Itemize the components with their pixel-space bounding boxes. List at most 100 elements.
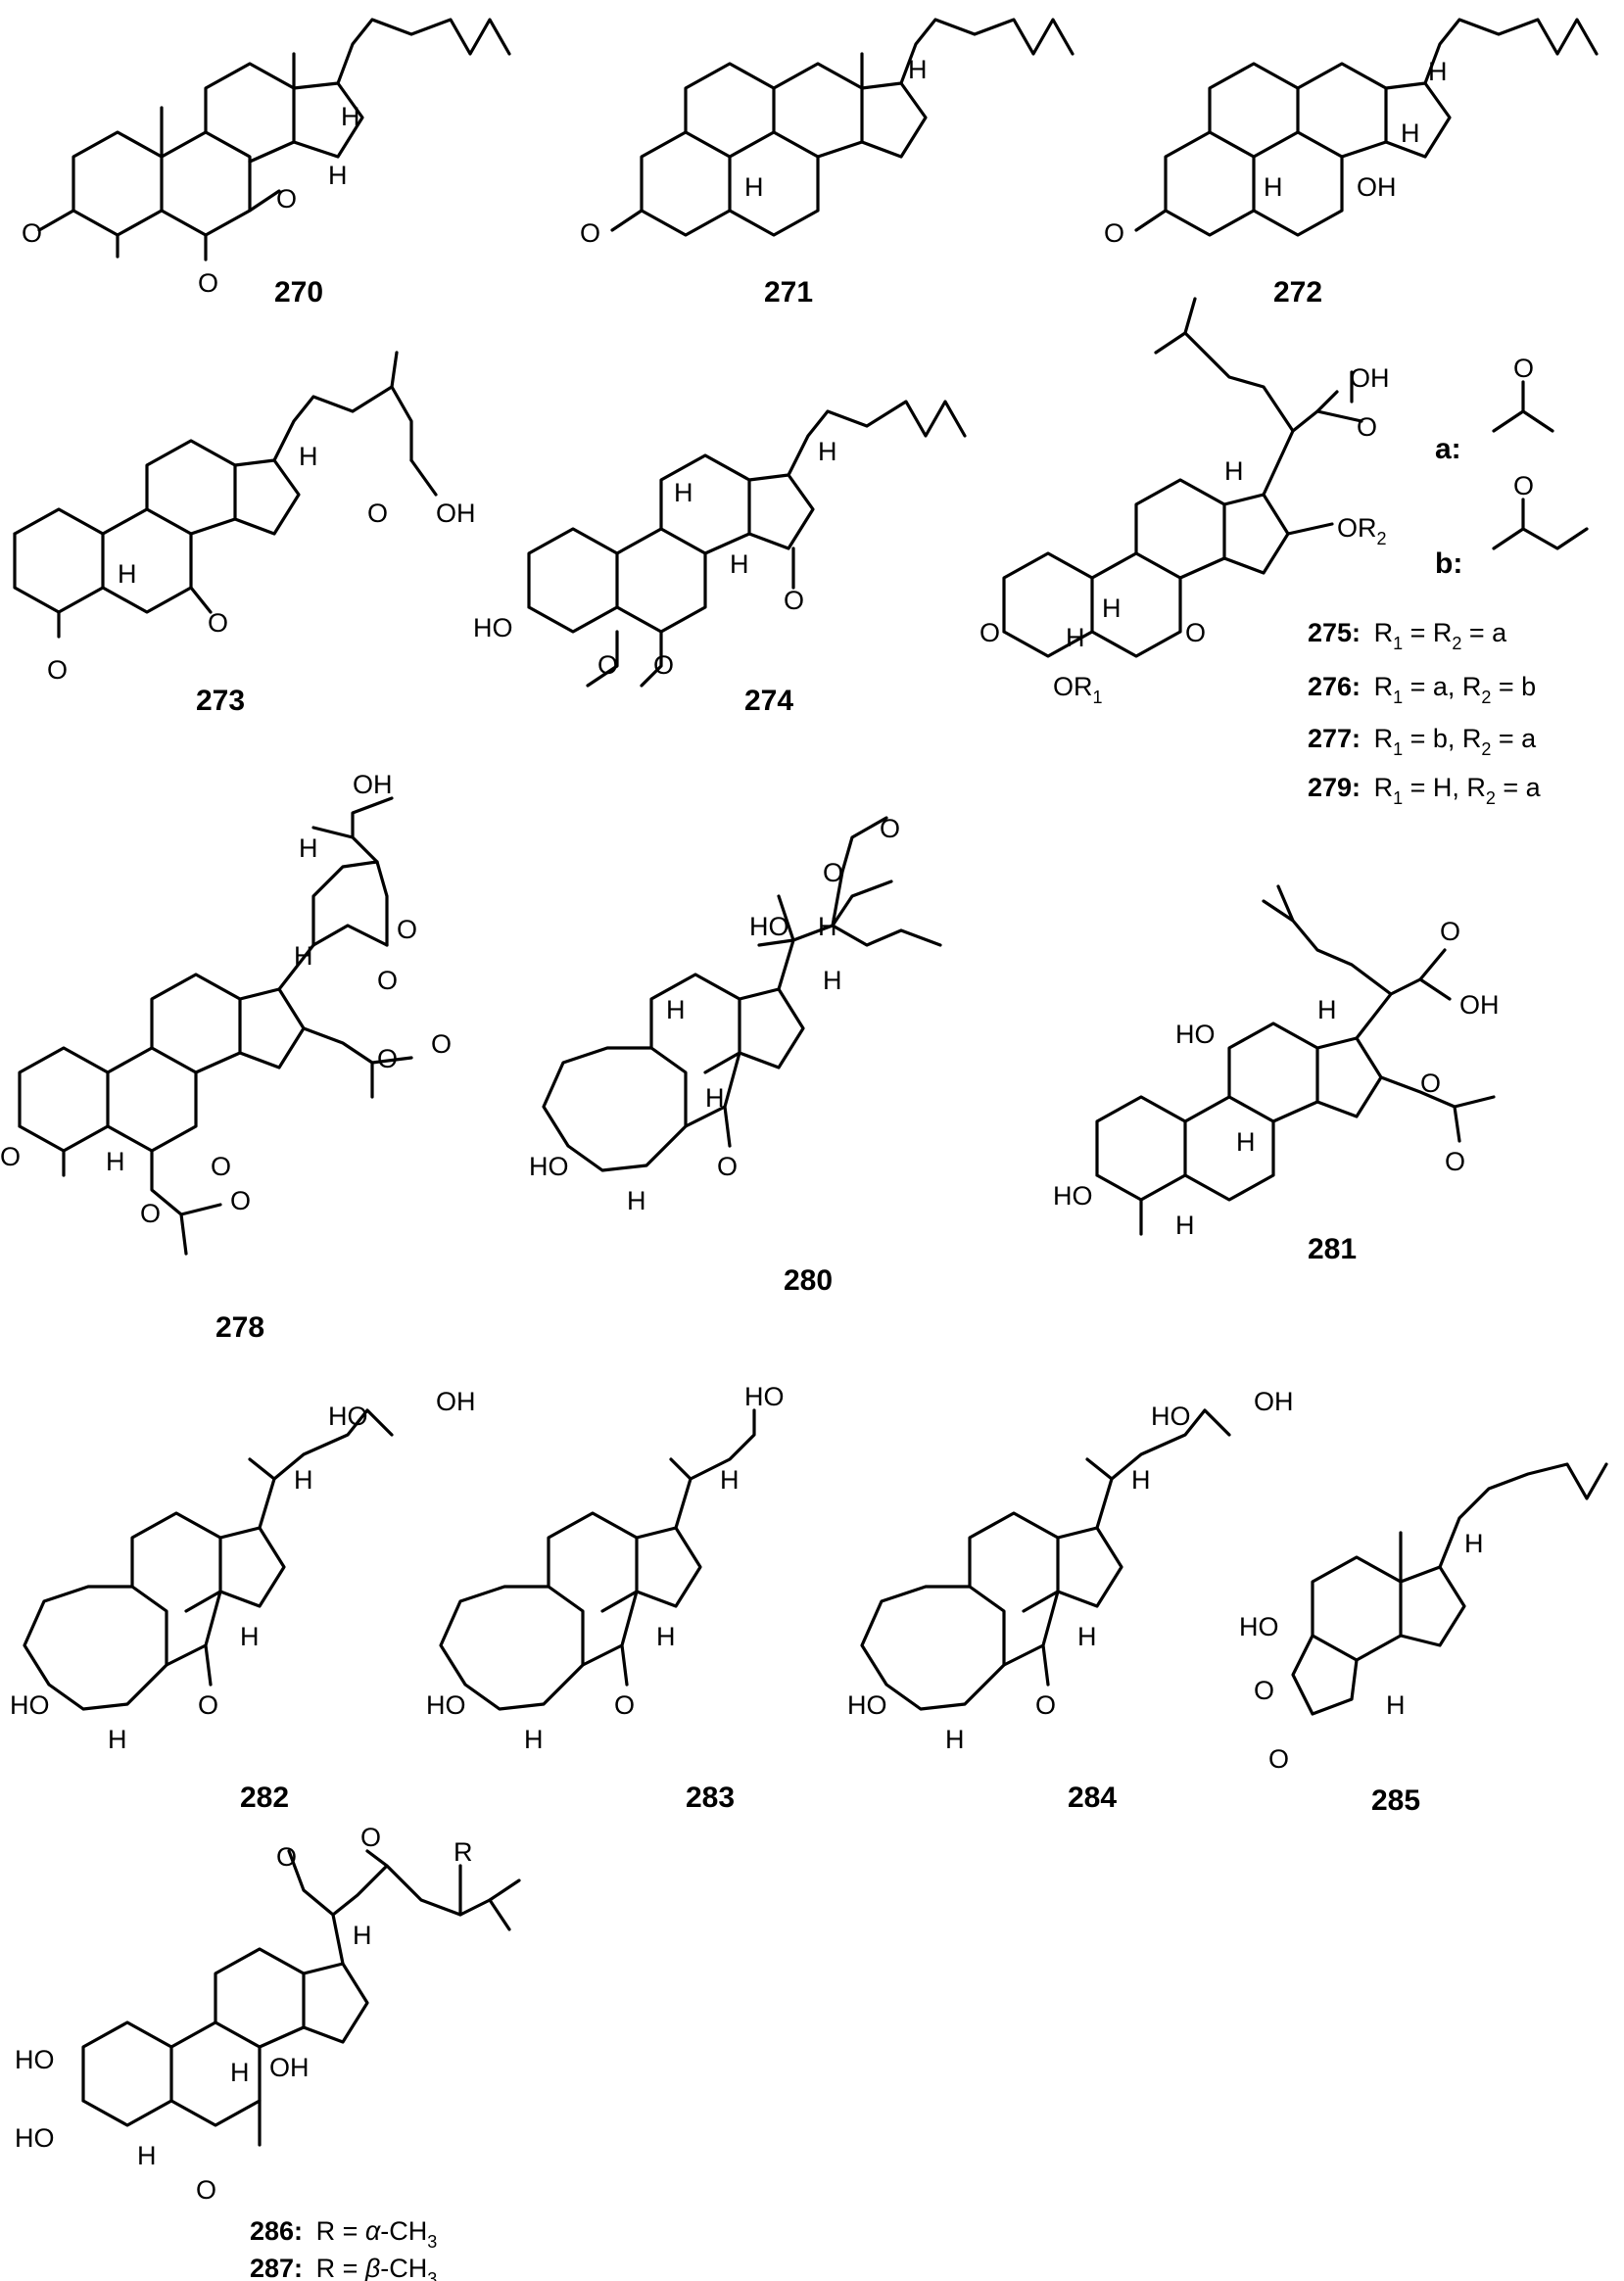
atom-o: O xyxy=(47,655,68,685)
atom-o: O xyxy=(880,814,900,843)
atom-o: O xyxy=(1035,1690,1056,1720)
structure-273 xyxy=(13,351,438,639)
atom-oh: OH xyxy=(269,2053,310,2082)
atom-o: O xyxy=(397,915,417,944)
atom-h: H xyxy=(1264,172,1283,202)
atom-h: H xyxy=(818,437,837,466)
atom-oh: OH xyxy=(436,499,476,528)
atom-o: O xyxy=(717,1152,738,1181)
atom-h: H xyxy=(106,1147,125,1176)
structure-270 xyxy=(37,18,511,261)
atom-oh: OH xyxy=(353,770,393,799)
atom-h: H xyxy=(1131,1465,1151,1495)
atom-oh: OH xyxy=(1350,363,1390,393)
atom-ho: HO xyxy=(328,1402,368,1431)
atom-h: H xyxy=(1066,623,1085,652)
atom-o: O xyxy=(230,1186,251,1215)
structure-272 xyxy=(1134,18,1599,237)
atom-h: H xyxy=(744,172,764,202)
atom-o: O xyxy=(367,499,388,528)
atom-h: H xyxy=(240,1622,260,1651)
atom-h: H xyxy=(1428,57,1448,86)
atom-h: H xyxy=(328,161,348,190)
structure-285 xyxy=(1291,1462,1608,1716)
structure-274 xyxy=(527,400,967,688)
atom-h: H xyxy=(294,941,313,971)
atom-h: H xyxy=(823,966,842,995)
atom-or2: OR2 xyxy=(1337,513,1387,548)
atom-ho: HO xyxy=(744,1382,785,1411)
atom-o: O xyxy=(1254,1676,1274,1705)
row-276: 276: R1 = a, R2 = b xyxy=(1308,672,1536,707)
atom-ho: HO xyxy=(1239,1612,1279,1641)
atom-h: H xyxy=(230,2058,250,2087)
atom-o: O xyxy=(784,586,804,615)
atom-r: R xyxy=(454,1837,473,1867)
row-279: 279: R1 = H, R2 = a xyxy=(1308,773,1542,808)
atom-h: H xyxy=(908,55,928,84)
atom-ho: HO xyxy=(529,1152,569,1181)
atom-ho: HO xyxy=(473,613,513,642)
atom-o: O xyxy=(276,184,297,214)
atom-o: O xyxy=(208,608,228,638)
atom-o: O xyxy=(0,1142,21,1171)
structure-284 xyxy=(860,1408,1231,1711)
atom-o: O xyxy=(597,650,618,680)
substituent-b xyxy=(1492,498,1589,550)
atom-h: H xyxy=(118,559,137,589)
atom-h: H xyxy=(666,995,686,1024)
substituent-b-label: b: xyxy=(1435,547,1462,580)
atom-o: O xyxy=(196,2175,216,2205)
atom-ho: HO xyxy=(10,1690,50,1720)
atom-o: O xyxy=(1104,218,1124,248)
atom-o: O xyxy=(823,858,843,887)
atom-h: H xyxy=(299,442,318,471)
r-group-table-2: 286: R = α-CH3 287: R = β-CH3 xyxy=(250,2216,437,2281)
compound-label-285: 285 xyxy=(1371,1784,1420,1817)
atom-h: H xyxy=(674,478,693,507)
atom-o: O xyxy=(580,218,600,248)
compound-label-281: 281 xyxy=(1308,1233,1357,1265)
atom-o: O xyxy=(614,1690,635,1720)
atom-h: H xyxy=(299,833,318,863)
r-group-table-1: 275: R1 = R2 = a 276: R1 = a, R2 = b 277… xyxy=(1308,618,1542,808)
structure-271 xyxy=(610,18,1075,237)
atom-o: O xyxy=(1357,412,1377,442)
atom-oh: OH xyxy=(1357,172,1397,202)
row-275: 275: R1 = R2 = a xyxy=(1308,618,1507,653)
atom-o: O xyxy=(360,1823,381,1852)
compound-label-270: 270 xyxy=(274,276,323,309)
structure-282 xyxy=(23,1408,394,1711)
atom-o: O xyxy=(198,1690,218,1720)
compound-label-274: 274 xyxy=(744,685,793,717)
atom-h: H xyxy=(1401,119,1420,148)
atom-o: O xyxy=(1513,471,1534,500)
atom-o: O xyxy=(140,1199,161,1228)
atom-o: O xyxy=(211,1152,231,1181)
atom-ho: HO xyxy=(426,1690,466,1720)
atom-h: H xyxy=(1386,1690,1406,1720)
compound-label-283: 283 xyxy=(686,1782,735,1814)
row-286: 286: R = α-CH3 xyxy=(250,2216,437,2252)
compound-label-273: 273 xyxy=(196,685,245,717)
atom-h: H xyxy=(1236,1127,1256,1157)
atom-ho: HO xyxy=(1175,1020,1216,1049)
atom-o: O xyxy=(377,966,398,995)
atom-h: H xyxy=(656,1622,676,1651)
atom-h: H xyxy=(1175,1211,1195,1240)
atom-o: O xyxy=(1440,917,1460,946)
atom-h: H xyxy=(1317,995,1337,1024)
atom-o: O xyxy=(1445,1147,1465,1176)
structure-280 xyxy=(542,816,942,1172)
compound-label-284: 284 xyxy=(1068,1782,1117,1814)
atom-o: O xyxy=(1268,1744,1289,1774)
atom-h: H xyxy=(341,102,360,131)
structure-286-287 xyxy=(81,1849,521,2147)
atom-h: H xyxy=(720,1465,740,1495)
atom-or1: OR1 xyxy=(1053,672,1103,707)
atom-h: H xyxy=(705,1083,725,1113)
atom-h: H xyxy=(353,1921,372,1950)
atom-h: H xyxy=(1077,1622,1097,1651)
atom-h: H xyxy=(294,1465,313,1495)
